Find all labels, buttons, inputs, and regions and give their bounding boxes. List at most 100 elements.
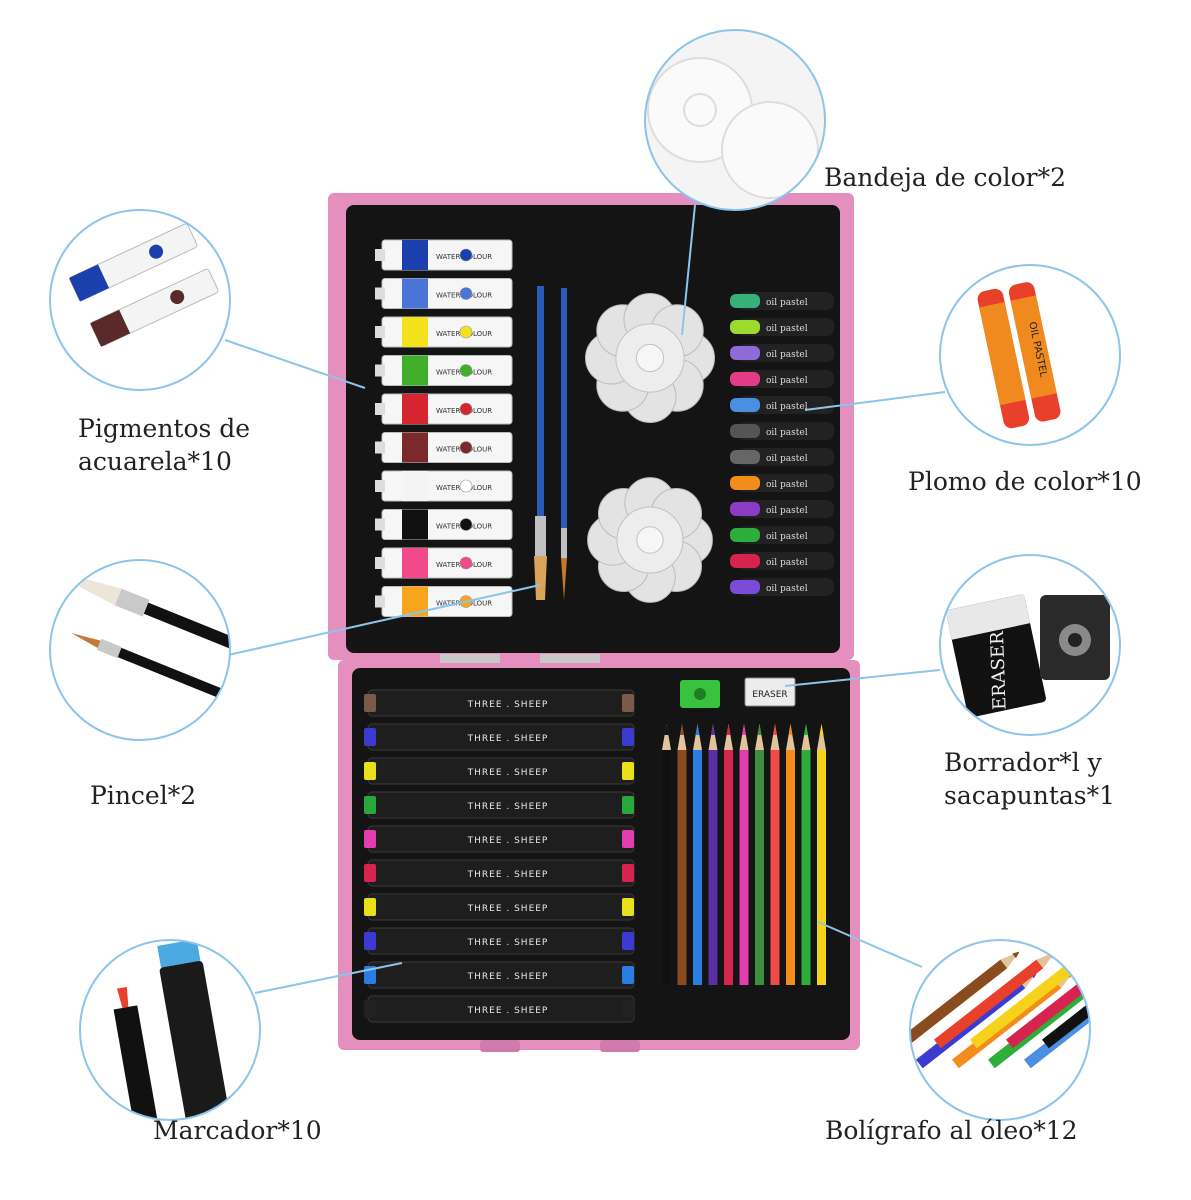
color-trays	[585, 293, 715, 603]
pastel-label: oil pastel	[766, 532, 808, 542]
watercolor-tube: WATER COLOUR	[375, 432, 513, 463]
marker: THREE . SHEEP	[364, 893, 635, 921]
colored-pencil	[786, 724, 795, 985]
marker-label: THREE . SHEEP	[467, 768, 549, 778]
pastel-label: oil pastel	[766, 558, 808, 568]
eraser	[744, 677, 796, 707]
line-marker	[254, 962, 403, 994]
colored-pencil	[770, 724, 780, 985]
brushes	[534, 286, 567, 600]
label-eraser-line1: Borrador*l y	[944, 748, 1102, 777]
detail-brush-circle	[49, 559, 231, 741]
label-crayon: Plomo de color*10	[908, 467, 1142, 496]
detail-marker-circle	[79, 939, 261, 1121]
marker: THREE . SHEEP	[364, 995, 635, 1023]
brush-flat	[534, 286, 547, 600]
label-marker: Marcador*10	[153, 1116, 322, 1145]
marker: THREE . SHEEP	[364, 927, 635, 955]
marker-label: THREE . SHEEP	[467, 802, 549, 812]
colored-pencil	[739, 724, 749, 985]
label-brush: Pincel*2	[90, 781, 197, 810]
color-tray	[585, 293, 715, 423]
marker-label: THREE . SHEEP	[467, 734, 549, 744]
oil-pastel: oil pastel	[730, 578, 834, 596]
pastel-label: oil pastel	[766, 402, 808, 412]
detail-eraser-circle: ERASER	[939, 554, 1121, 736]
oil-pastel: oil pastel	[730, 344, 834, 362]
oil-pastel: oil pastel	[730, 396, 834, 414]
detail-pencils-circle	[909, 939, 1091, 1121]
pastel-label: oil pastel	[766, 480, 808, 490]
watercolor-tube: WATER COLOUR	[375, 316, 513, 348]
marker: THREE . SHEEP	[364, 825, 635, 853]
pastel-label: oil pastel	[766, 428, 808, 438]
watercolor-tube: WATER COLOUR	[375, 355, 513, 386]
colored-pencil	[801, 724, 811, 985]
oil-pastel: oil pastel	[730, 448, 834, 466]
oil-pastel: oil pastel	[730, 292, 834, 310]
pastel-label: oil pastel	[766, 324, 808, 334]
pastel-label: oil pastel	[766, 376, 808, 386]
colored-pencil	[693, 724, 702, 985]
detail-tubes-circle	[49, 209, 231, 391]
pastel-label: oil pastel	[766, 298, 808, 308]
oil-pastel: oil pastel	[730, 370, 834, 388]
color-tray	[587, 477, 713, 603]
line-pencils	[817, 921, 923, 968]
oil-pastel: oil pastel	[730, 318, 834, 336]
marker: THREE . SHEEP	[364, 791, 635, 819]
line-tray	[681, 204, 696, 336]
colored-pencil	[662, 724, 671, 985]
pastel-label: oil pastel	[766, 506, 808, 516]
marker: THREE . SHEEP	[364, 961, 635, 989]
watercolor-tube: WATER COLOUR	[375, 278, 513, 309]
colored-pencil	[755, 724, 764, 985]
marker: THREE . SHEEP	[364, 859, 635, 887]
watercolor-tube: WATER COLOUR	[375, 470, 513, 502]
label-pencil: Bolígrafo al óleo*12	[825, 1116, 1078, 1145]
case-hinge	[440, 654, 500, 663]
colored-pencils	[662, 724, 826, 985]
oil-pastel: oil pastel	[730, 474, 834, 492]
oil-pastel: oil pastel	[730, 552, 834, 570]
line-eraser	[784, 669, 941, 687]
eraser-text: ERASER	[752, 690, 787, 700]
watercolor-tubes: WATER COLOUR WATER COLOUR WATER COLOUR WATE…	[375, 239, 513, 617]
watercolor-tube: WATER COLOUR	[375, 509, 513, 540]
watercolor-tube: WATER COLOUR	[375, 586, 513, 617]
colored-pencil	[817, 724, 826, 985]
marker-label: THREE . SHEEP	[467, 870, 549, 880]
marker: THREE . SHEEP	[364, 757, 635, 785]
oil-pastel: oil pastel	[730, 500, 834, 518]
watercolor-tube: WATER COLOUR	[375, 239, 513, 271]
marker: THREE . SHEEP	[364, 723, 635, 751]
colored-pencil	[708, 724, 718, 985]
marker-label: THREE . SHEEP	[467, 836, 549, 846]
pastel-label: oil pastel	[766, 454, 808, 464]
watercolor-tube: WATER COLOUR	[375, 547, 513, 579]
line-pastel	[804, 391, 946, 411]
detail-pastel-circle: OIL PASTEL	[939, 264, 1121, 446]
label-eraser-line2: sacapuntas*1	[944, 781, 1116, 810]
pastel-label: oil pastel	[766, 350, 808, 360]
marker-label: THREE . SHEEP	[467, 938, 549, 948]
marker-label: THREE . SHEEP	[467, 904, 549, 914]
pastel-label: oil pastel	[766, 584, 808, 594]
eraser-sharpener: ERASER	[680, 677, 796, 708]
marker-label: THREE . SHEEP	[467, 700, 549, 710]
pencil-closeup-item	[1041, 959, 1090, 1049]
colored-pencil	[724, 724, 733, 985]
pencil-closeup-item	[910, 951, 1020, 1049]
label-watercolor-line2: acuarela*10	[78, 447, 232, 476]
brush-small	[561, 288, 567, 600]
oil-pastel: oil pastel	[730, 526, 834, 544]
marker-label: THREE . SHEEP	[467, 1006, 549, 1016]
line-tubes	[224, 339, 366, 389]
marker: THREE . SHEEP	[364, 689, 635, 717]
line-brush	[227, 584, 541, 656]
label-watercolor-line1: Pigmentos de	[78, 414, 251, 443]
markers: THREE . SHEEP THREE . SHEEP THREE . SHEEP T…	[364, 689, 635, 1023]
eraser-closeup-text: ERASER	[987, 630, 1011, 710]
colored-pencil	[677, 724, 687, 985]
